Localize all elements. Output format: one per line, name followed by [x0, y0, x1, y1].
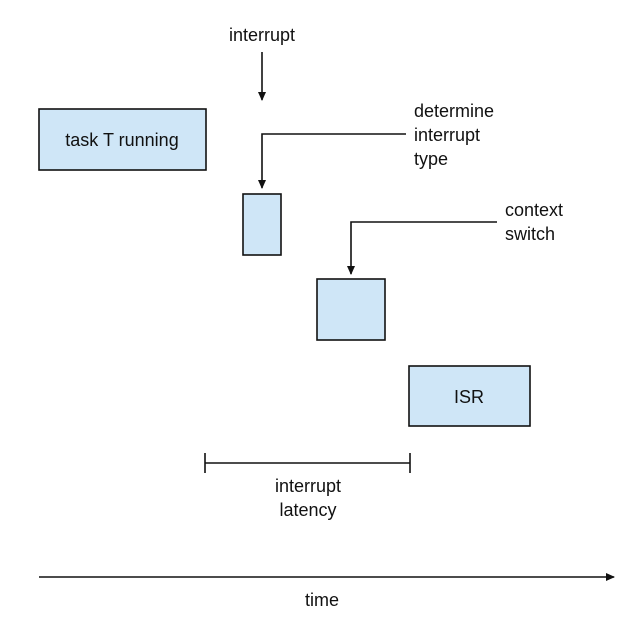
interrupt-latency-label-line1: interrupt: [275, 476, 341, 496]
isr-box: [408, 365, 531, 427]
context-switch-label-line2: switch: [505, 224, 555, 244]
context-switch-label-line1: context: [505, 200, 563, 220]
task-running-box: [38, 108, 207, 171]
interrupt-label: interrupt: [229, 25, 295, 45]
determine-interrupt-type-label-line3: type: [414, 149, 448, 169]
task-running-label: task T running: [65, 130, 178, 150]
determine-connector-arrow: [258, 133, 406, 189]
interrupt-latency-label-line2: latency: [279, 500, 336, 520]
isr-label: ISR: [454, 387, 484, 407]
determine-interrupt-box: [242, 193, 282, 256]
determine-interrupt-type-label-line2: interrupt: [414, 125, 480, 145]
context-switch-box: [316, 278, 386, 341]
context-switch-connector-arrow: [347, 221, 497, 275]
determine-interrupt-type-label-line1: determine: [414, 101, 494, 121]
time-axis-label: time: [305, 590, 339, 610]
